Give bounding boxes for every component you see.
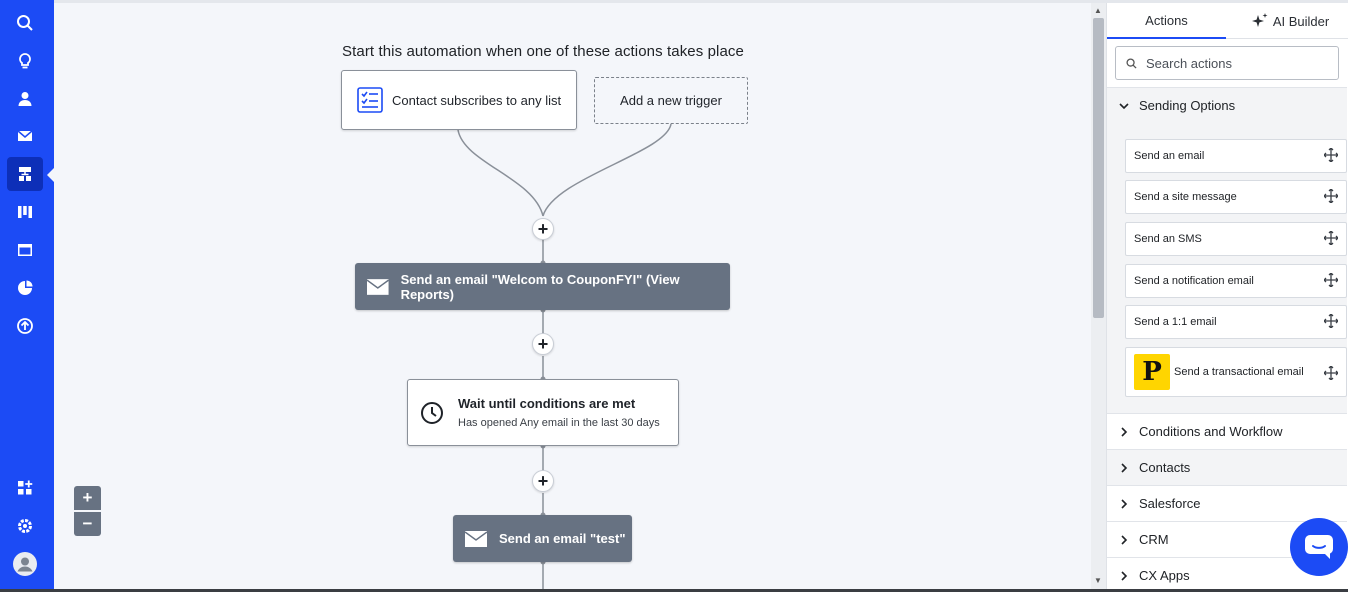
action-item-label: Send a 1:1 email: [1134, 316, 1217, 328]
add-step-button[interactable]: +: [532, 470, 554, 492]
canvas-title: Start this automation when one of these …: [342, 43, 744, 60]
tab-ai-builder[interactable]: AI Builder: [1232, 3, 1348, 39]
chevron-right-icon: [1121, 534, 1128, 545]
actions-panel: Actions AI Builder Sending Options Send …: [1106, 3, 1348, 592]
envelope-icon: [367, 278, 389, 295]
action-item-label: Send a notification email: [1134, 275, 1254, 287]
drag-handle-icon[interactable]: [1324, 366, 1338, 380]
top-border: [54, 0, 1348, 3]
zoom-out-button[interactable]: −: [74, 512, 101, 536]
tab-ai-builder-label: AI Builder: [1272, 13, 1330, 29]
chevron-down-icon: [1119, 102, 1129, 109]
zoom-in-button[interactable]: +: [74, 486, 101, 510]
campaigns-icon[interactable]: [7, 119, 43, 153]
section-cx-apps[interactable]: CX Apps: [1107, 557, 1347, 592]
apps-icon[interactable]: [7, 471, 43, 505]
scroll-down-arrow[interactable]: ▼: [1094, 576, 1102, 585]
action-item-label: Send an SMS: [1134, 233, 1202, 245]
website-icon[interactable]: [7, 233, 43, 267]
send-email-label: Send an email "test": [499, 531, 626, 546]
chat-widget-button[interactable]: [1290, 518, 1348, 576]
send-email-action[interactable]: Send an email "test": [453, 515, 632, 562]
section-label: Conditions and Workflow: [1139, 424, 1283, 439]
chevron-right-icon: [1121, 462, 1128, 473]
chevron-right-icon: [1121, 498, 1128, 509]
workflow-connectors: [457, 123, 672, 592]
tab-actions[interactable]: Actions: [1107, 3, 1226, 39]
workflow-canvas[interactable]: Start this automation when one of these …: [54, 3, 1091, 592]
reports-icon[interactable]: [7, 271, 43, 305]
search-icon: [1126, 57, 1137, 69]
wait-text: Wait until conditions are met Has opened…: [458, 396, 660, 429]
left-nav-rail: [0, 0, 54, 592]
action-item[interactable]: Send a site message: [1125, 180, 1347, 214]
scroll-up-arrow[interactable]: ▲: [1094, 6, 1102, 15]
lightbulb-icon[interactable]: [7, 44, 43, 78]
clock-icon: [421, 401, 443, 424]
sending-options-list: Send an email Send a site message Send a…: [1107, 123, 1347, 413]
action-item[interactable]: Send an email: [1125, 139, 1347, 173]
action-item[interactable]: Send a 1:1 email: [1125, 305, 1347, 339]
wait-condition-action[interactable]: Wait until conditions are met Has opened…: [407, 379, 679, 446]
search-actions[interactable]: [1115, 46, 1339, 80]
send-email-action[interactable]: Send an email "Welcom to CouponFYI" (Vie…: [355, 263, 730, 310]
drag-handle-icon[interactable]: [1324, 231, 1338, 245]
action-item[interactable]: P Send a transactional email: [1125, 347, 1347, 397]
search-icon[interactable]: [7, 6, 43, 40]
sparkle-icon: [1251, 13, 1268, 27]
settings-icon[interactable]: [7, 509, 43, 543]
drag-handle-icon[interactable]: [1324, 189, 1338, 203]
section-sending-options[interactable]: Sending Options: [1107, 87, 1347, 123]
chevron-right-icon: [1121, 570, 1128, 581]
active-indicator: [47, 168, 54, 182]
add-step-button[interactable]: +: [532, 218, 554, 240]
postmark-logo-icon: P: [1134, 354, 1170, 390]
section-label: CX Apps: [1139, 568, 1190, 583]
upgrade-icon[interactable]: [7, 309, 43, 343]
add-step-button[interactable]: +: [532, 333, 554, 355]
action-item-label: Send a site message: [1134, 191, 1237, 203]
section-conditions-workflow[interactable]: Conditions and Workflow: [1107, 413, 1347, 449]
action-item-label: Send a transactional email: [1174, 366, 1304, 378]
envelope-icon: [465, 530, 487, 547]
section-contacts[interactable]: Contacts: [1107, 449, 1347, 485]
canvas-scrollbar[interactable]: ▲ ▼: [1091, 3, 1106, 592]
add-trigger-label: Add a new trigger: [620, 93, 722, 108]
section-label: CRM: [1139, 532, 1169, 547]
section-label: Contacts: [1139, 460, 1191, 475]
action-item[interactable]: Send a notification email: [1125, 264, 1347, 298]
wait-subtitle: Has opened Any email in the last 30 days: [458, 417, 660, 429]
scrollbar-thumb[interactable]: [1093, 18, 1104, 318]
trigger-node[interactable]: Contact subscribes to any list: [341, 70, 577, 130]
chevron-right-icon: [1121, 426, 1128, 437]
action-item-label: Send an email: [1134, 150, 1205, 162]
panel-tabs: Actions AI Builder: [1107, 3, 1348, 39]
checklist-icon: [357, 87, 383, 113]
automations-icon[interactable]: [7, 157, 43, 191]
bottom-border: [0, 589, 1348, 592]
section-label: Sending Options: [1139, 98, 1236, 113]
wait-title: Wait until conditions are met: [458, 396, 636, 411]
action-item[interactable]: Send an SMS: [1125, 222, 1347, 256]
drag-handle-icon[interactable]: [1324, 314, 1338, 328]
section-salesforce[interactable]: Salesforce: [1107, 485, 1347, 521]
send-email-label: Send an email "Welcom to CouponFYI" (Vie…: [400, 271, 680, 302]
search-actions-input[interactable]: [1146, 55, 1326, 71]
trigger-label: Contact subscribes to any list: [392, 92, 562, 108]
drag-handle-icon[interactable]: [1324, 273, 1338, 287]
pipelines-icon[interactable]: [7, 195, 43, 229]
contacts-icon[interactable]: [7, 82, 43, 116]
add-trigger-button[interactable]: Add a new trigger: [594, 77, 748, 124]
section-label: Salesforce: [1139, 496, 1201, 511]
section-crm[interactable]: CRM: [1107, 521, 1347, 557]
drag-handle-icon[interactable]: [1324, 148, 1338, 162]
chat-bubble-icon: [1305, 535, 1333, 559]
profile-icon[interactable]: [7, 547, 43, 581]
